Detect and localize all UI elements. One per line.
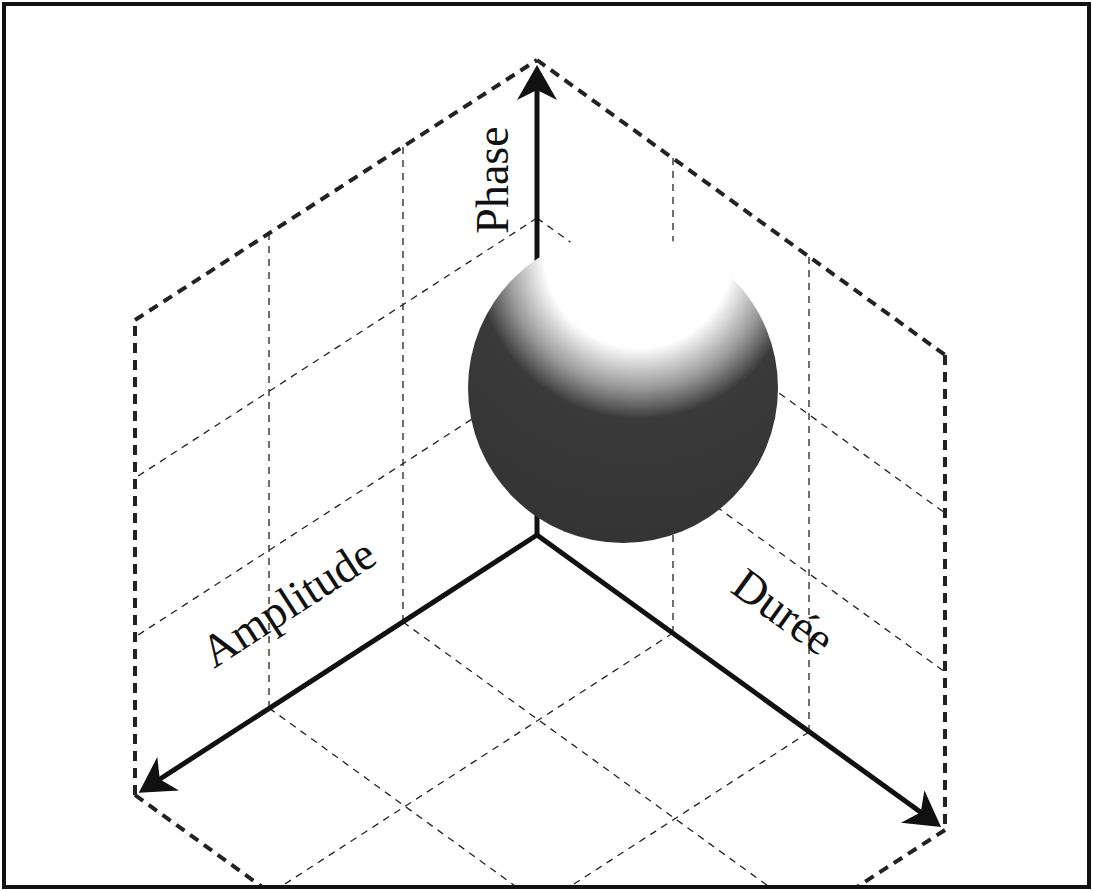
axis-label: Phase [470,126,516,233]
sphere [468,233,778,543]
grid-lines [135,147,945,885]
axis-label: Durée [724,560,842,663]
axes [143,70,937,824]
frame [4,4,1089,887]
box-edges [135,60,945,885]
